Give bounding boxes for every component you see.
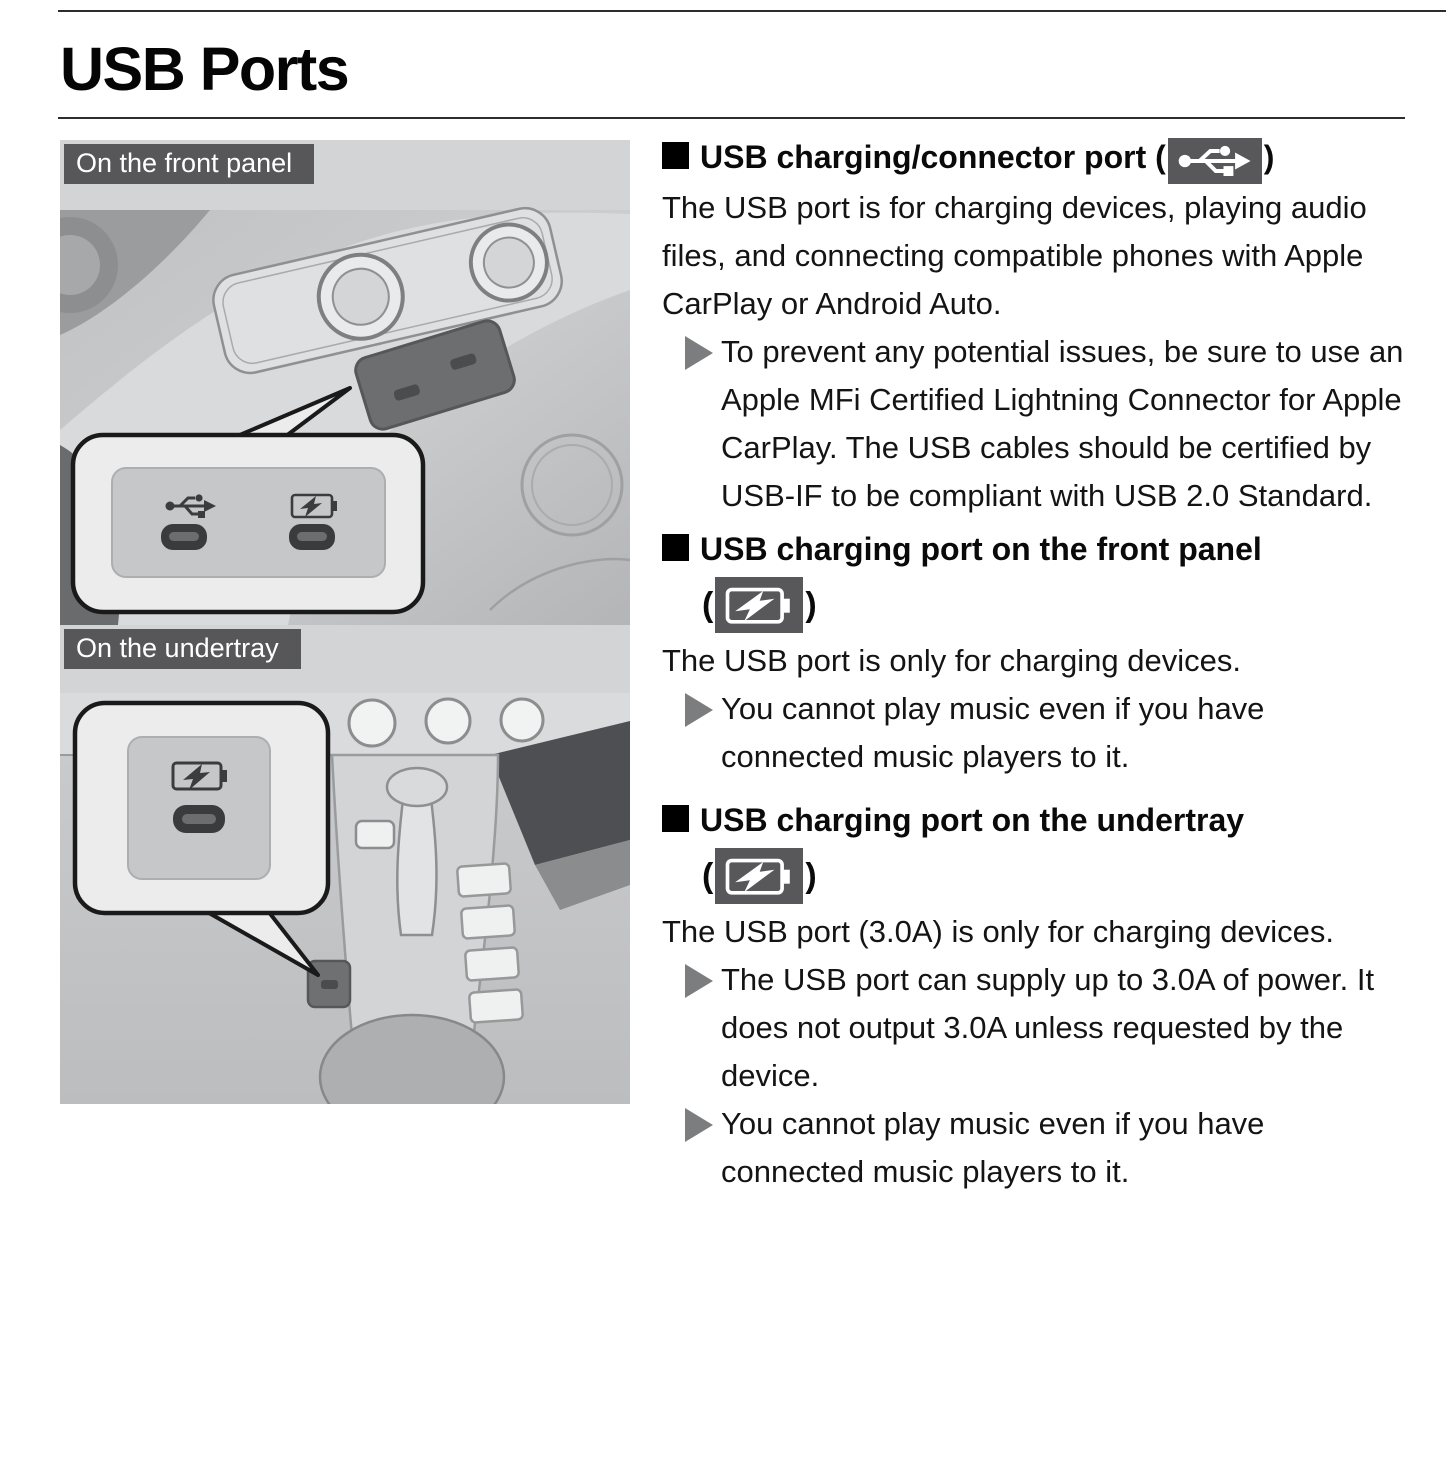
shift-boot [318, 1013, 506, 1104]
shift-gate [456, 862, 524, 1024]
section-heading: USB charging/connector port () [662, 134, 1412, 184]
paren-open: ( [702, 856, 714, 895]
port-plate [111, 467, 386, 578]
section-marker-square [662, 534, 689, 561]
section-charging-undertray: USB charging port on the undertray () Th… [662, 797, 1412, 1196]
heading-text: ) [1263, 139, 1275, 175]
bullet-text: You cannot play music even if you have c… [721, 1106, 1265, 1189]
bullet-item: You cannot play music even if you have c… [662, 685, 1412, 781]
usb-symbol-icon [165, 494, 216, 518]
section-paragraph: The USB port is only for charging device… [662, 643, 1241, 678]
usb-symbol-icon [1167, 138, 1262, 184]
undertray-illustration [60, 693, 630, 1104]
battery-charging-icon [290, 493, 337, 519]
arrow-bullet-icon [685, 1108, 713, 1142]
dash-knob [424, 697, 472, 745]
vent-knob-inner [60, 235, 100, 295]
door-trim-lower [535, 840, 630, 910]
top-divider [58, 10, 1446, 12]
heading-text: USB charging port on the front panel [700, 531, 1262, 567]
figure-undertray: On the undertray [60, 625, 630, 1104]
section-heading: USB charging port on the undertray () [662, 797, 1412, 908]
section-usb-connector-port: USB charging/connector port () The USB p… [662, 134, 1412, 520]
section-marker-square [662, 142, 689, 169]
paren-close: ) [805, 856, 817, 895]
figure-front-panel: On the front panel [60, 140, 630, 625]
usb-c-port-data [161, 524, 207, 550]
heading-icon-line: () [702, 573, 817, 637]
battery-charging-icon [171, 761, 227, 791]
front-panel-illustration [60, 206, 630, 625]
bullet-list: To prevent any potential issues, be sure… [662, 328, 1412, 520]
arrow-bullet-icon [685, 336, 713, 370]
section-paragraph: The USB port is for charging devices, pl… [662, 190, 1367, 321]
bullet-text: To prevent any potential issues, be sure… [721, 334, 1404, 513]
figure-label: On the front panel [64, 144, 315, 184]
cupholder [520, 433, 624, 537]
bullet-list: The USB port can supply up to 3.0A of po… [662, 956, 1412, 1196]
heading-text: USB charging/connector port ( [700, 139, 1166, 175]
page-title: USB Ports [60, 35, 350, 103]
bullet-item: You cannot play music even if you have c… [662, 1100, 1412, 1196]
heading-text: USB charging port on the undertray [700, 802, 1245, 838]
arrow-bullet-icon [685, 964, 713, 998]
console-button [354, 819, 396, 850]
usb-pod [354, 319, 516, 431]
section-heading: USB charging port on the front panel () [662, 526, 1412, 637]
arrow-bullet-icon [685, 693, 713, 727]
bullet-text: You cannot play music even if you have c… [721, 691, 1265, 774]
battery-charging-icon [715, 848, 804, 904]
paren-open: ( [702, 585, 714, 624]
dash-knob [499, 697, 545, 743]
heading-icon-line: () [702, 844, 817, 908]
shift-lever [396, 789, 438, 937]
bullet-text: The USB port can supply up to 3.0A of po… [721, 962, 1375, 1093]
cupholder-inner [531, 444, 613, 526]
door-trim [490, 721, 630, 865]
figure-label: On the undertray [64, 629, 301, 669]
bullet-item: To prevent any potential issues, be sure… [662, 328, 1412, 520]
text-column: USB charging/connector port () The USB p… [662, 134, 1412, 1202]
section-marker-square [662, 805, 689, 832]
usb-c-port-charge [289, 524, 335, 550]
section-paragraph: The USB port (3.0A) is only for charging… [662, 914, 1334, 949]
dash-knob [347, 698, 397, 748]
climate-panel [212, 206, 563, 375]
paren-close: ) [805, 585, 817, 624]
shift-knob [385, 766, 449, 808]
figure-column: On the front panel [60, 140, 630, 1104]
console-edge-line [489, 557, 630, 611]
title-divider [58, 117, 1405, 119]
section-charging-front-panel: USB charging port on the front panel () … [662, 526, 1412, 781]
battery-charging-icon [715, 577, 804, 633]
bullet-item: The USB port can supply up to 3.0A of po… [662, 956, 1412, 1100]
bullet-list: You cannot play music even if you have c… [662, 685, 1412, 781]
usb-c-port-charge [173, 805, 225, 833]
